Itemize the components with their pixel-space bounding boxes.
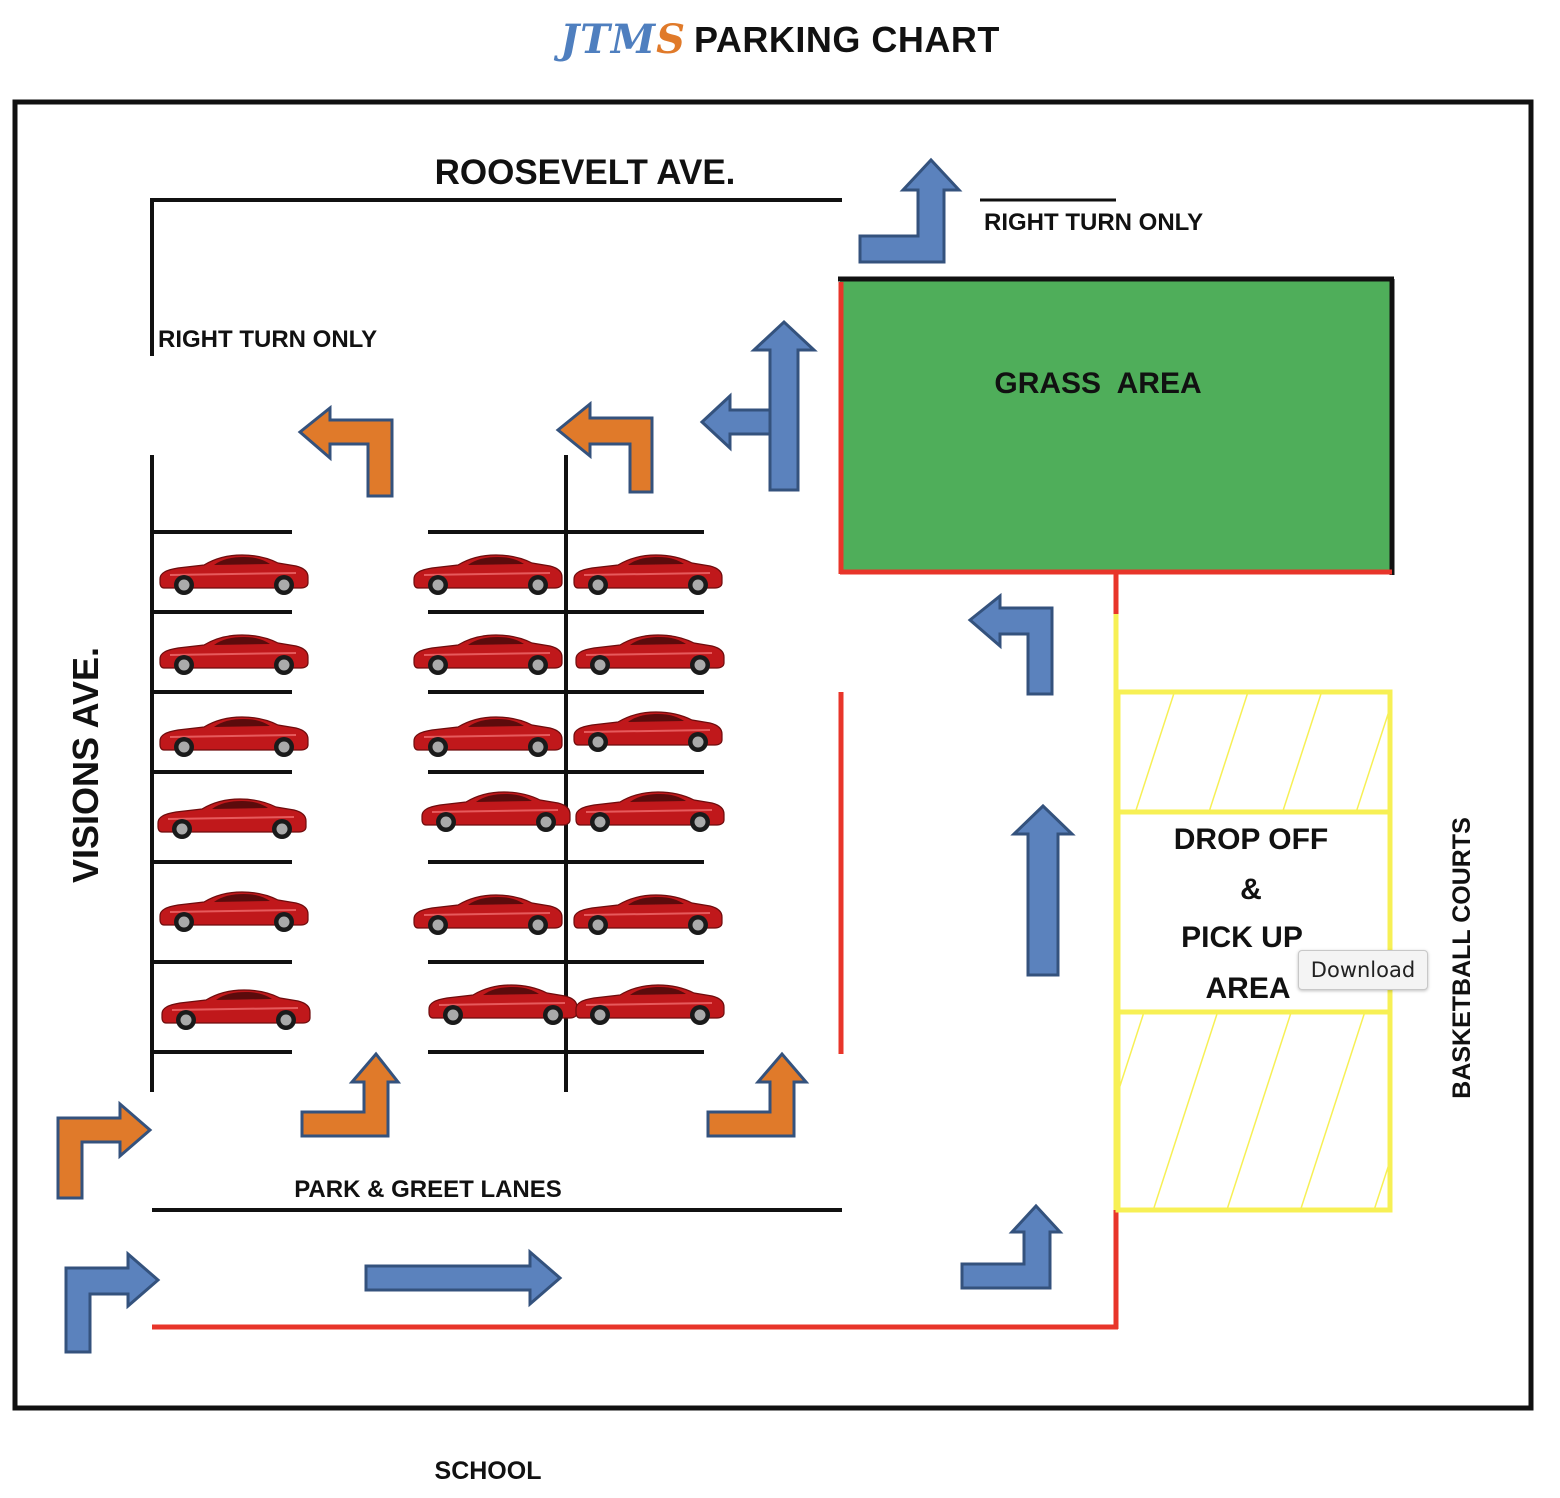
jtms-logo: JTMS xyxy=(560,16,687,63)
page-title: PARKING CHART xyxy=(694,19,1000,60)
parking-row-middle xyxy=(428,455,704,1092)
turn-arrow-icon xyxy=(555,400,654,494)
car xyxy=(413,716,563,758)
right-turn-label: RIGHT TURN ONLY xyxy=(158,326,377,353)
visions-ave-label: VISIONS AVE. xyxy=(65,647,106,883)
grass-area-label: GRASS AREA xyxy=(994,367,1201,400)
car xyxy=(413,634,563,676)
basketball-courts-label: BASKETBALL COURTS xyxy=(1448,817,1476,1098)
car xyxy=(159,716,309,758)
drop-off-label: & xyxy=(1240,873,1262,906)
car xyxy=(413,894,563,936)
parking-row-left xyxy=(150,455,292,1092)
download-button[interactable]: Download xyxy=(1298,950,1428,990)
grass-area xyxy=(840,280,1392,574)
turn-arrow-icon xyxy=(297,404,394,498)
drop-off-label: AREA xyxy=(1205,972,1290,1005)
up-arrow-icon xyxy=(1010,803,1076,977)
hatched-zone-top xyxy=(1115,689,1393,815)
chart-title: JTMS PARKING CHART xyxy=(0,12,1560,68)
school-label: SCHOOL xyxy=(435,1457,542,1485)
car xyxy=(421,791,571,833)
up-arrow-icon xyxy=(750,319,818,492)
car xyxy=(573,554,723,596)
property-border xyxy=(12,99,1534,1411)
right-turn-label: RIGHT TURN ONLY xyxy=(984,209,1203,236)
park-greet-label: PARK & GREET LANES xyxy=(294,1176,562,1203)
parked-cars xyxy=(157,554,725,1031)
hatched-zone-bottom xyxy=(1115,1009,1393,1213)
car xyxy=(159,891,309,933)
car xyxy=(575,791,725,833)
left-arrow-icon xyxy=(699,392,772,452)
car xyxy=(575,984,725,1026)
drop-off-label: PICK UP xyxy=(1181,921,1303,954)
drop-off-label: DROP OFF xyxy=(1174,823,1328,856)
car xyxy=(573,711,723,753)
car xyxy=(413,554,563,596)
car xyxy=(573,894,723,936)
turn-arrow-icon xyxy=(64,1250,161,1354)
turn-arrow-icon xyxy=(967,592,1054,696)
roosevelt-label: ROOSEVELT AVE. xyxy=(435,153,736,192)
turn-arrow-icon xyxy=(960,1203,1064,1290)
car xyxy=(157,798,307,840)
turn-arrow-icon xyxy=(858,157,963,264)
car xyxy=(159,554,309,596)
download-button-label: Download xyxy=(1310,958,1416,982)
car xyxy=(161,989,311,1031)
turn-arrow-icon xyxy=(706,1051,810,1138)
car xyxy=(428,984,578,1026)
right-arrow-icon xyxy=(364,1248,563,1308)
turn-arrow-icon xyxy=(56,1100,153,1200)
car xyxy=(575,634,725,676)
turn-arrow-icon xyxy=(300,1051,402,1138)
car xyxy=(159,634,309,676)
